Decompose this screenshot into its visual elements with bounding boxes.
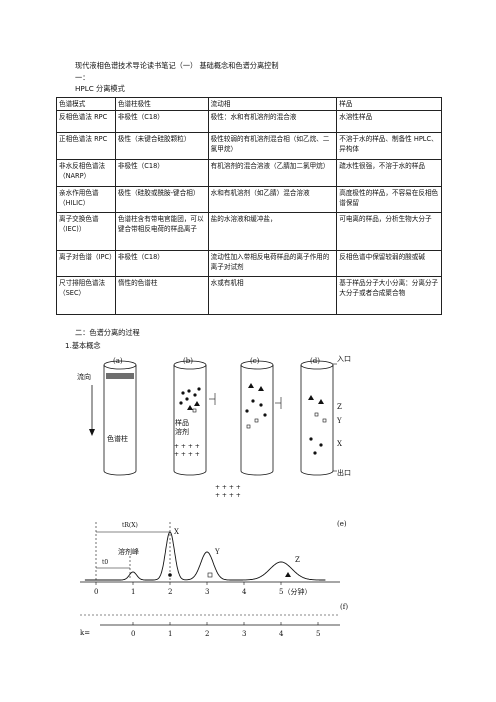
- peak-z-marker: [285, 572, 291, 577]
- peak-x-marker: [168, 573, 172, 577]
- table-cell: 反相色谱法 RPC: [56, 110, 116, 133]
- header-cell: 色谱模式: [56, 97, 116, 111]
- k-axis: 0 1 2 3 4 5: [131, 622, 320, 638]
- table-row: 离子交换色谱（IEC)） 色谱柱含有带电官能团，可以键合带相反电荷的样品离子 盐…: [56, 212, 442, 251]
- panel-f-label: (f): [340, 603, 348, 611]
- plus-row-b: + + + +: [174, 443, 200, 450]
- table-row: 正相色谱法 RPC 极性（未键合硅胶颗粒） 极性较弱的有机溶剂混合相（如乙烷、二…: [56, 132, 442, 160]
- table-row: 尺寸排阻色谱法（SEC） 惰性的色谱柱 水或有机相 基于样品分子大小分离：分离分…: [56, 276, 442, 315]
- inlet-label: 入口: [337, 355, 351, 363]
- table-cell: 离子对色谱（IPC）: [56, 250, 116, 277]
- table-cell: 极性较弱的有机溶剂混合相（如乙烷、二氯甲烷）: [207, 132, 338, 160]
- time-tick-label: 1: [131, 588, 135, 596]
- t0-label: t0: [102, 559, 108, 566]
- k-label: k=: [80, 629, 90, 637]
- k-tick-label: 0: [131, 630, 135, 638]
- table-row: 亲水作用色谱（HILIC） 极性（硅胶或酰胺-键合相） 水和有机溶剂（如乙腈）混…: [56, 186, 442, 213]
- k-tick-label: 4: [279, 630, 284, 638]
- table-cell: 不溶于水的样品、制备性 HPLC、异构体: [336, 132, 442, 160]
- table-cell: 有机溶剂的混合溶液（乙腈加二氯甲烷）: [207, 159, 338, 187]
- chromatogram-trace: [84, 531, 326, 581]
- table-cell: 极性（未键合硅胶颗粒）: [114, 132, 209, 160]
- column-a: (a) 色谱柱: [103, 357, 137, 476]
- label-a: (a): [113, 357, 123, 365]
- table-cell: 亲水作用色谱（HILIC）: [56, 186, 116, 213]
- outlet-label: 出口: [337, 468, 351, 477]
- table-cell: 尺寸排阻色谱法（SEC）: [56, 276, 116, 315]
- table-cell: 基于样品分子大小分离：分离分子大分子或者合成聚合物: [336, 276, 442, 315]
- table-cell: 极性（硅胶或酰胺-键合相）: [114, 186, 209, 213]
- label-d: (d): [310, 357, 320, 365]
- table-row: 反相色谱法 RPC 非极性（C18） 极性：水和有机溶剂的混合液 水溶性样品: [56, 110, 442, 133]
- peak-x-label: X: [174, 528, 179, 536]
- tr-label: tR(X): [122, 522, 138, 529]
- label-c: (c): [250, 357, 260, 365]
- k-tick-label: 2: [205, 630, 209, 638]
- flow-label: 流向: [77, 372, 91, 381]
- table-cell: 水或有机相: [207, 276, 338, 315]
- k-tick-label: 3: [242, 630, 246, 638]
- section-two-heading: 二：色谱分离的过程: [75, 328, 140, 337]
- peak-y-label: Y: [214, 548, 220, 556]
- k-tick-label: 1: [168, 630, 172, 638]
- z-label: Z: [337, 403, 342, 411]
- table-cell: 可电离的样品，分析生物大分子: [336, 212, 442, 251]
- table-header-row: 色谱模式 色谱柱极性 流动相 样品: [56, 97, 442, 111]
- table-cell: 惰性的色谱柱: [114, 276, 209, 315]
- table-cell: 水和有机溶剂（如乙腈）混合溶液: [207, 186, 338, 213]
- section-one-label: 一：: [75, 73, 90, 82]
- time-tick-label: 3: [205, 588, 209, 596]
- k-tick-label: 5: [316, 630, 320, 638]
- table-row: 离子对色谱（IPC） 非极性（C18） 流动性加入带相反电荷样品的离子作用的离子…: [56, 250, 442, 277]
- time-tick-label: 2: [168, 588, 172, 596]
- table-row: 非水反相色谱法（NARP） 非极性（C18） 有机溶剂的混合溶液（乙腈加二氯甲烷…: [56, 159, 442, 187]
- column-c: (c): [240, 357, 282, 476]
- table-cell: 流动性加入带相反电荷样品的离子作用的离子对试剂: [207, 250, 338, 277]
- solvent-peak-label: 溶剂峰: [118, 547, 139, 556]
- time-tick-label: 0: [94, 588, 98, 596]
- time-tick-label: 5（分钟）: [279, 587, 311, 596]
- table-cell: 离子交换色谱（IEC)）: [56, 212, 116, 251]
- plus-row-bottom2: + + + +: [215, 492, 241, 499]
- column-b: (b) 样品 溶剂 + + + + + + + +: [173, 357, 216, 476]
- table-cell: 非极性（C18）: [114, 250, 209, 277]
- table-cell: 盐的水溶液和缓冲盐，: [207, 212, 338, 251]
- table-cell: 非水反相色谱法（NARP）: [56, 159, 116, 187]
- header-cell: 样品: [336, 97, 442, 111]
- hplc-separation-table: 色谱模式 色谱柱极性 流动相 样品 反相色谱法 RPC 非极性（C18） 极性：…: [56, 97, 442, 315]
- table-cell: 反相色谱中保留较弱的酸或碱: [336, 250, 442, 277]
- plus-row-bottom: + + + +: [215, 484, 241, 491]
- table-cell: 非极性（C18）: [114, 159, 209, 187]
- y-label: Y: [336, 417, 342, 425]
- solvent-label: 溶剂: [175, 427, 189, 436]
- column-diagram: 流向 (a) 色谱柱 (b) 样品 溶剂 + + + + + + + +: [77, 355, 351, 499]
- peak-z-label: Z: [295, 556, 300, 564]
- plus-row-b2: + + + +: [174, 451, 200, 458]
- sample-label: 样品: [175, 418, 189, 427]
- column-label: 色谱柱: [107, 434, 128, 443]
- panel-e-label: (e): [337, 520, 347, 528]
- table-cell: 正相色谱法 RPC: [56, 132, 116, 160]
- section-basic-concepts: 1.基本概念: [65, 341, 101, 350]
- flow-arrow-icon: [89, 385, 95, 436]
- header-cell: 流动相: [207, 97, 338, 111]
- label-b: (b): [183, 357, 193, 365]
- peak-y-marker: [207, 572, 213, 578]
- table-cell: 高度极性的样品，不容易在反相色谱保留: [336, 186, 442, 213]
- x-label: X: [337, 440, 342, 448]
- doc-title: 现代液相色谱技术导论读书笔记（一） 基础概念和色谱分离控制: [75, 61, 279, 70]
- column-d: (d) 入口 Z Y X 出口: [300, 355, 351, 477]
- table-cell: 极性：水和有机溶剂的混合液: [207, 110, 338, 133]
- table-cell: 非极性（C18）: [114, 110, 209, 133]
- table-cell: 疏水性很强，不溶于水的样品: [336, 159, 442, 187]
- table-cell: 色谱柱含有带电官能团，可以键合带相反电荷的样品离子: [114, 212, 209, 251]
- header-cell: 色谱柱极性: [114, 97, 209, 111]
- table-cell: 水溶性样品: [336, 110, 442, 133]
- time-tick-label: 4: [242, 588, 247, 596]
- chromatogram: (e) tR(X) t0 溶剂峰 X Y Z 0 1 2 3 4 5（分钟） (f) k=…: [80, 520, 348, 638]
- table-caption: HPLC 分离模式: [75, 84, 125, 93]
- time-axis: 0 1 2 3 4 5（分钟）: [94, 582, 311, 596]
